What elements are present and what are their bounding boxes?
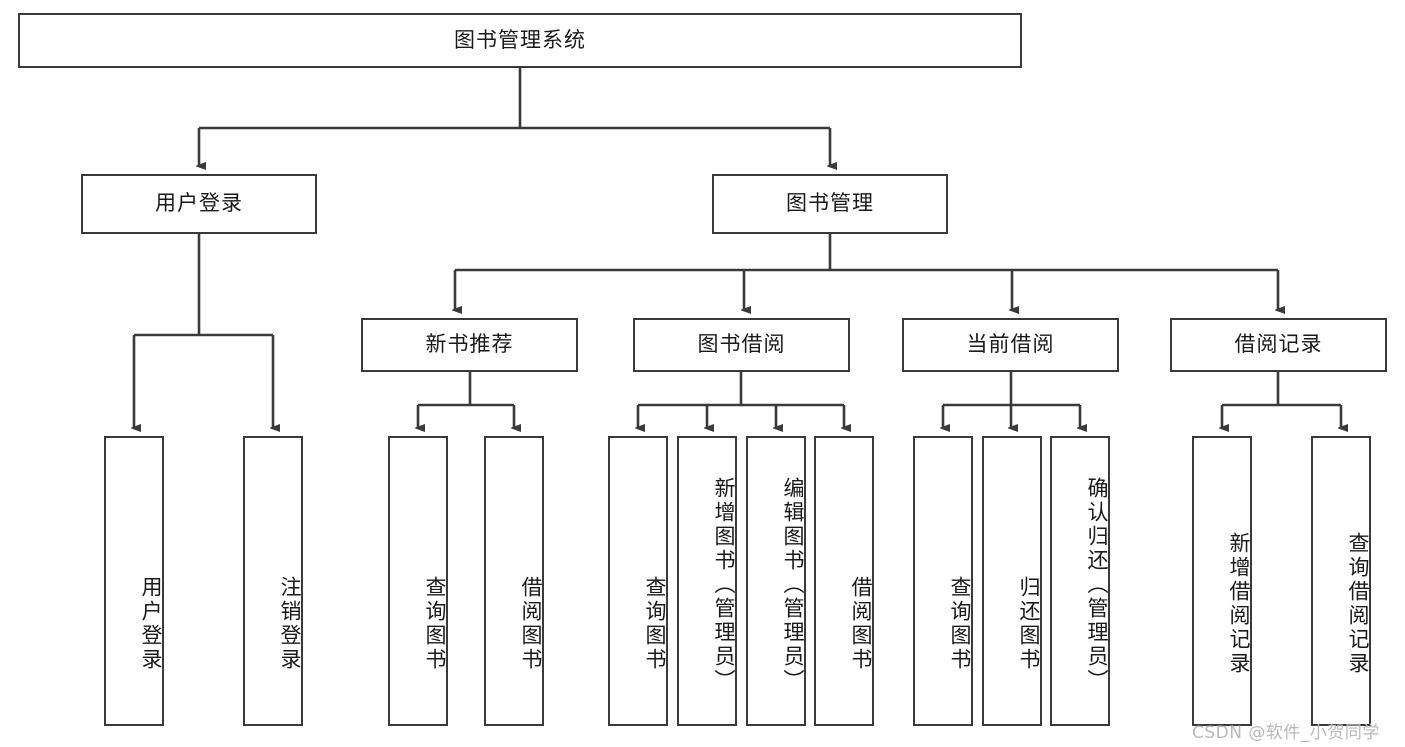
csdn-watermark: CSDN @软件_小贺同学: [1192, 723, 1380, 743]
node-leaf-edit-book-label: 编辑图书（管理员）: [781, 477, 805, 693]
node-borrow-record-label: 借阅记录: [1234, 332, 1323, 357]
edge-group-current-borrow: [943, 372, 1080, 428]
node-leaf-add-book[interactable]: 新增图书（管理员）: [677, 436, 737, 726]
node-leaf-query-book-2[interactable]: 查询图书: [608, 436, 668, 726]
node-book-borrow[interactable]: 图书借阅: [633, 318, 850, 372]
edge-group-root: [199, 68, 830, 166]
node-leaf-borrow-book-1-label: 借阅图书: [519, 576, 543, 672]
node-book-manage-label: 图书管理: [786, 191, 874, 216]
node-leaf-user-login-label: 用户登录: [139, 576, 163, 672]
node-leaf-logout[interactable]: 注销登录: [243, 436, 303, 726]
edge-group-book-borrow: [638, 372, 844, 428]
node-root-label: 图书管理系统: [454, 27, 586, 52]
node-leaf-logout-label: 注销登录: [278, 576, 302, 672]
node-new-book-recommend-label: 新书推荐: [425, 332, 514, 357]
edge-group-borrow-record: [1222, 372, 1341, 428]
edge-group-user-login: [134, 234, 273, 428]
node-leaf-borrow-book-2-label: 借阅图书: [849, 576, 873, 672]
node-new-book-recommend[interactable]: 新书推荐: [361, 318, 578, 372]
edge-group-new-book-recommend: [418, 372, 514, 428]
node-leaf-borrow-book-1[interactable]: 借阅图书: [484, 436, 544, 726]
node-borrow-record[interactable]: 借阅记录: [1170, 318, 1387, 372]
node-root[interactable]: 图书管理系统: [18, 13, 1022, 68]
node-book-borrow-label: 图书借阅: [697, 332, 786, 357]
node-current-borrow-label: 当前借阅: [966, 332, 1055, 357]
node-leaf-return-book-label: 归还图书: [1017, 576, 1041, 672]
node-leaf-borrow-book-2[interactable]: 借阅图书: [814, 436, 874, 726]
node-leaf-query-book-1[interactable]: 查询图书: [388, 436, 448, 726]
node-leaf-query-record-label: 查询借阅记录: [1346, 531, 1370, 676]
node-leaf-query-record[interactable]: 查询借阅记录: [1311, 436, 1371, 726]
node-leaf-user-login[interactable]: 用户登录: [104, 436, 164, 726]
node-leaf-edit-book[interactable]: 编辑图书（管理员）: [746, 436, 806, 726]
node-leaf-query-book-1-label: 查询图书: [423, 576, 447, 672]
node-user-login[interactable]: 用户登录: [81, 174, 317, 234]
node-leaf-add-record-label: 新增借阅记录: [1227, 531, 1251, 676]
node-leaf-confirm-return[interactable]: 确认归还（管理员）: [1050, 436, 1110, 726]
node-current-borrow[interactable]: 当前借阅: [902, 318, 1119, 372]
node-leaf-confirm-return-label: 确认归还（管理员）: [1085, 477, 1109, 693]
edge-group-book-manage: [455, 234, 1278, 310]
node-user-login-label: 用户登录: [155, 191, 243, 216]
node-book-manage[interactable]: 图书管理: [712, 174, 948, 234]
node-leaf-add-book-label: 新增图书（管理员）: [712, 477, 736, 693]
node-leaf-return-book[interactable]: 归还图书: [982, 436, 1042, 726]
node-leaf-query-book-2-label: 查询图书: [643, 576, 667, 672]
node-leaf-add-record[interactable]: 新增借阅记录: [1192, 436, 1252, 726]
node-leaf-query-book-3[interactable]: 查询图书: [913, 436, 973, 726]
node-leaf-query-book-3-label: 查询图书: [948, 576, 972, 672]
